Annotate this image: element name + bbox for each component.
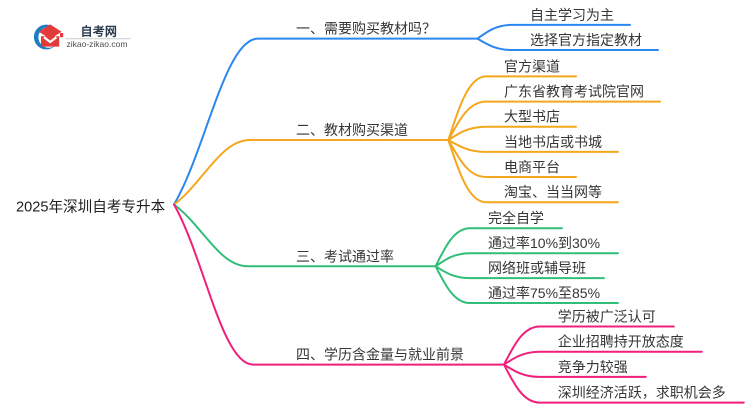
svg-text:2025年深圳自考专升本: 2025年深圳自考专升本 <box>16 199 166 216</box>
svg-text:广东省教育考试院官网: 广东省教育考试院官网 <box>504 84 644 100</box>
svg-text:自考网: 自考网 <box>81 24 118 39</box>
svg-text:当地书店或书城: 当地书店或书城 <box>504 134 602 150</box>
svg-text:自主学习为主: 自主学习为主 <box>530 7 614 23</box>
svg-text:三、考试通过率: 三、考试通过率 <box>296 248 394 264</box>
svg-text:完全自学: 完全自学 <box>488 210 544 226</box>
svg-text:二、教材购买渠道: 二、教材购买渠道 <box>296 122 408 138</box>
svg-text:深圳经济活跃，求职机会多: 深圳经济活跃，求职机会多 <box>558 385 726 401</box>
svg-text:四、学历含金量与就业前景: 四、学历含金量与就业前景 <box>296 347 464 363</box>
svg-text:网络班或辅导班: 网络班或辅导班 <box>488 260 586 276</box>
svg-text:通过率10%到30%: 通过率10%到30% <box>488 235 600 251</box>
svg-text:一、需要购买教材吗？: 一、需要购买教材吗？ <box>296 21 436 37</box>
svg-text:学历被广泛认可: 学历被广泛认可 <box>558 309 656 325</box>
svg-text:选择官方指定教材: 选择官方指定教材 <box>530 32 642 48</box>
svg-text:淘宝、当当网等: 淘宝、当当网等 <box>504 184 602 200</box>
svg-text:竞争力较强: 竞争力较强 <box>558 359 628 375</box>
svg-text:电商平台: 电商平台 <box>504 159 560 175</box>
svg-text:官方渠道: 官方渠道 <box>504 58 560 74</box>
svg-text:企业招聘持开放态度: 企业招聘持开放态度 <box>558 334 684 350</box>
svg-text:通过率75%至85%: 通过率75%至85% <box>488 285 600 301</box>
svg-text:zikao-zikao.com: zikao-zikao.com <box>67 39 128 49</box>
svg-text:大型书店: 大型书店 <box>504 109 560 125</box>
